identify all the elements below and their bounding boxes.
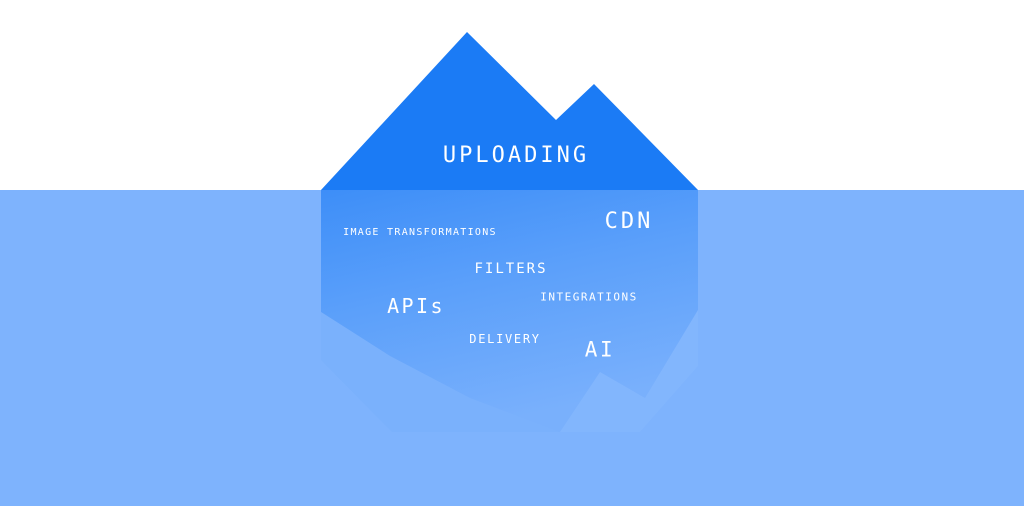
label-cdn: CDN [604,209,654,234]
label-apis: APIs [387,294,445,318]
label-integrations: INTEGRATIONS [540,290,638,304]
iceberg-submerged-body [321,190,698,432]
label-uploading: UPLOADING [442,143,590,168]
iceberg-tip [321,32,698,190]
iceberg-submerged-facet-right [560,310,698,432]
label-filters: FILTERS [474,261,548,277]
label-delivery: DELIVERY [469,332,541,346]
label-ai: AI [584,337,616,362]
iceberg-submerged-facet-left [321,312,560,432]
label-image-transformations: IMAGE TRANSFORMATIONS [343,227,497,238]
